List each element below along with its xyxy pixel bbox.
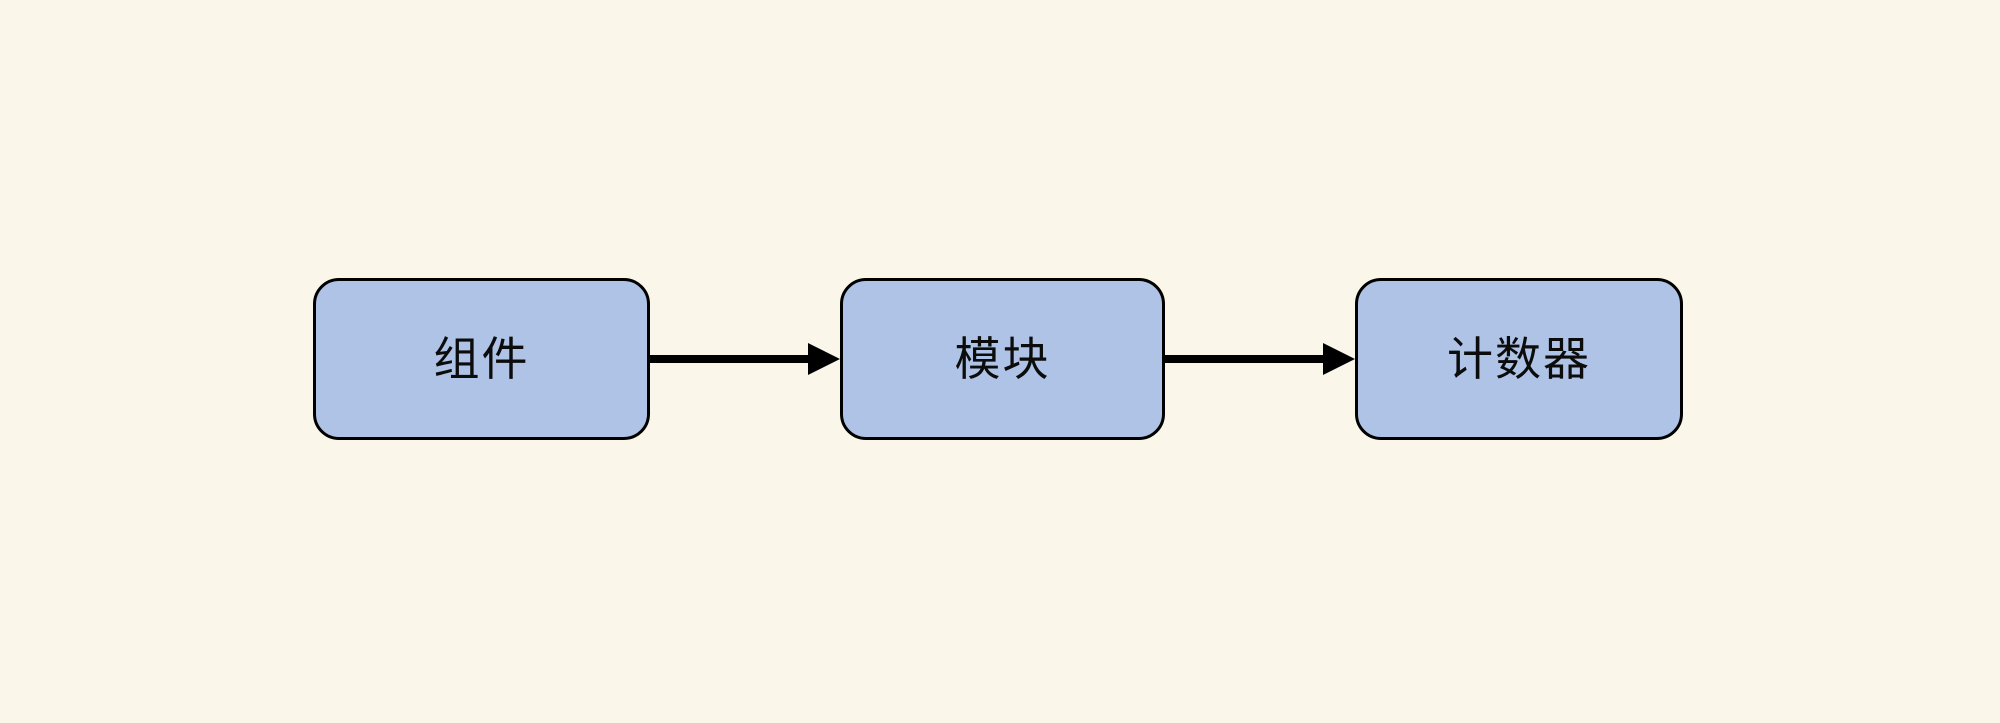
arrow-component-to-module <box>650 343 840 375</box>
arrow-line <box>650 355 808 363</box>
arrow-head-icon <box>1323 343 1355 375</box>
node-component-label: 组件 <box>433 332 530 386</box>
arrow-module-to-counter <box>1165 343 1355 375</box>
node-module-label: 模块 <box>954 332 1051 386</box>
arrow-line <box>1165 355 1323 363</box>
node-counter: 计数器 <box>1355 278 1683 440</box>
node-module: 模块 <box>840 278 1165 440</box>
node-component: 组件 <box>313 278 650 440</box>
arrow-head-icon <box>808 343 840 375</box>
node-counter-label: 计数器 <box>1447 332 1591 386</box>
